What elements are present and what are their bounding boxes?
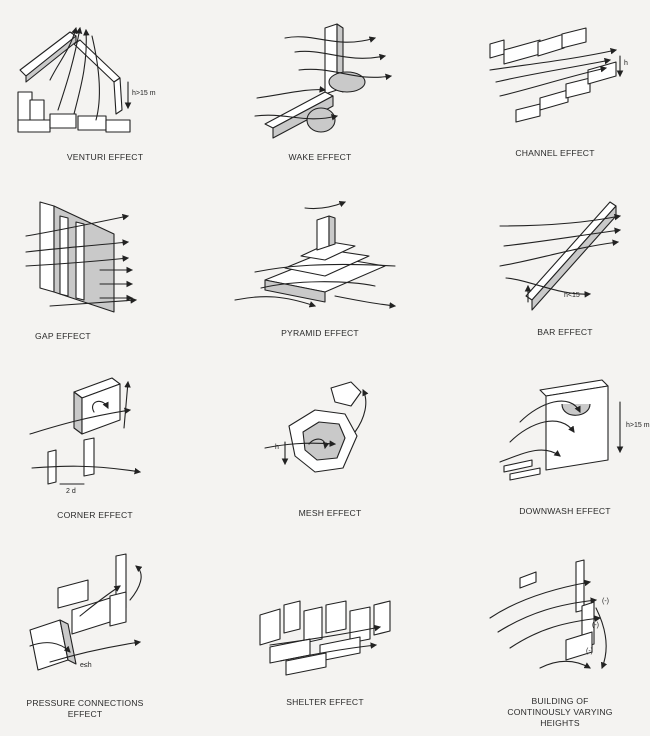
diagram-venturi-effect: h>15 m VENTURI EFFECT — [10, 20, 200, 170]
caption-shelter-effect: SHELTER EFFECT — [286, 697, 364, 707]
shelter-effect-drawing — [259, 600, 391, 676]
diagram-varying-heights: (-) (-) (-) BUILDING OF CONTINOUSLY VARY… — [470, 548, 650, 733]
caption-channel-effect: CHANNEL EFFECT — [515, 148, 595, 158]
caption-downwash-effect: DOWNWASH EFFECT — [519, 506, 611, 516]
caption-bar-effect: BAR EFFECT — [537, 327, 593, 337]
pressure-label-3: (-) — [586, 648, 593, 655]
bar-effect-drawing — [499, 201, 622, 311]
diagram-downwash-effect: h>15 m DOWNWASH EFFECT — [480, 372, 650, 522]
venturi-effect-drawing — [17, 26, 132, 133]
diagram-bar-effect: h<15 BAR EFFECT — [480, 196, 650, 346]
gap-effect-drawing — [25, 201, 138, 313]
bar-height-label: h<15 — [564, 292, 580, 299]
downwash-height-label: h>15 m — [626, 422, 650, 429]
diagram-pressure-connections-effect: e≤h PRESSURE CONNECTIONS EFFECT — [10, 548, 190, 728]
diagram-shelter-effect: SHELTER EFFECT — [230, 575, 420, 710]
pressure-label-2: (-) — [592, 622, 599, 629]
downwash-effect-drawing — [499, 379, 624, 481]
caption-wake-effect: WAKE EFFECT — [288, 152, 352, 162]
channel-effect-drawing — [489, 27, 624, 123]
caption-mesh-effect: MESH EFFECT — [298, 508, 362, 518]
venturi-height-label: h>15 m — [132, 90, 156, 97]
diagram-wake-effect: WAKE EFFECT — [225, 20, 415, 170]
mesh-effect-drawing — [264, 381, 369, 473]
caption-corner-effect: CORNER EFFECT — [57, 510, 133, 520]
corner-effect-drawing — [29, 377, 142, 485]
mesh-height-label: h — [275, 444, 279, 451]
caption-pyramid-effect: PYRAMID EFFECT — [281, 328, 359, 338]
wake-effect-drawing — [254, 23, 393, 139]
pressure-connections-drawing — [29, 553, 143, 671]
caption-varying-heights: BUILDING OF CONTINOUSLY VARYING HEIGHTS — [507, 696, 613, 728]
pyramid-effect-drawing — [234, 200, 397, 309]
diagram-channel-effect: h CHANNEL EFFECT — [460, 20, 650, 170]
varying-heights-drawing — [489, 559, 608, 670]
corner-distance-label: 2 d — [66, 488, 76, 495]
channel-height-label: h — [624, 60, 628, 67]
caption-pressure-connections-effect: PRESSURE CONNECTIONS EFFECT — [26, 698, 144, 719]
caption-gap-effect: GAP EFFECT — [35, 331, 91, 341]
pressure-distance-label: e≤h — [80, 662, 92, 669]
pressure-label-1: (-) — [602, 598, 609, 605]
caption-venturi-effect: VENTURI EFFECT — [66, 152, 144, 162]
diagram-pyramid-effect: PYRAMID EFFECT — [225, 196, 415, 346]
diagram-corner-effect: 2 d CORNER EFFECT — [20, 372, 170, 522]
diagram-mesh-effect: h MESH EFFECT — [245, 372, 415, 522]
diagram-gap-effect: GAP EFFECT — [20, 196, 170, 346]
